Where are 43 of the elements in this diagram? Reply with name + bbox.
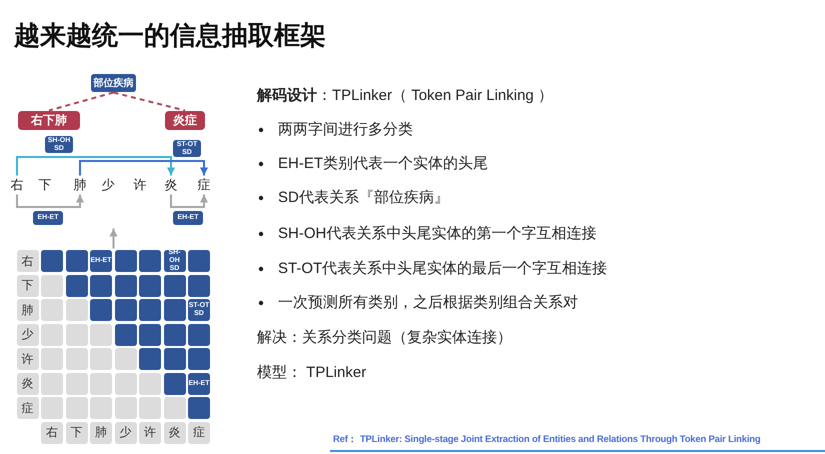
entity-box: 炎症 bbox=[165, 111, 205, 130]
matrix-header-cell: 少 bbox=[114, 422, 136, 444]
matrix-header-cell: 下 bbox=[66, 422, 88, 444]
entity-box: 右下肺 bbox=[18, 111, 80, 130]
bullet-text: SD代表关系『部位疾病』 bbox=[278, 188, 449, 207]
matrix-header-cell: 右 bbox=[16, 250, 38, 272]
arrow bbox=[16, 194, 84, 208]
arrow bbox=[110, 228, 118, 248]
bullet-text: EH-ET类别代表一个实体的头尾 bbox=[278, 154, 488, 173]
connector-line bbox=[113, 92, 186, 112]
body-text: 解决：关系分类问题（复杂实体连接） bbox=[257, 328, 512, 347]
body-text: 模型： TPLinker bbox=[257, 363, 366, 382]
bullet-text: ST-OT代表关系中头尾实体的最后一个字互相连接 bbox=[278, 259, 608, 278]
matrix-header-cell: 许 bbox=[139, 422, 161, 444]
entity-type-box: 部位疾病 bbox=[91, 74, 136, 92]
bullet-text: 两两字间进行多分类 bbox=[278, 120, 413, 139]
token-text: 右 bbox=[9, 176, 25, 194]
matrix-header-cell: 许 bbox=[16, 348, 38, 370]
matrix-header-cell: 炎 bbox=[16, 372, 38, 394]
token-text: 下 bbox=[37, 176, 53, 194]
token-text: 少 bbox=[100, 176, 116, 194]
matrix-header-cell: 肺 bbox=[16, 299, 38, 321]
reference-text: Ref： TPLinker: Single-stage Joint Extraction of Entities and Relations Through Token Pair Linking bbox=[333, 433, 760, 446]
matrix-header-cell: 少 bbox=[16, 324, 38, 346]
matrix-header-cell: 肺 bbox=[90, 422, 112, 444]
arrow bbox=[79, 160, 208, 176]
matrix-header-cell: 炎 bbox=[164, 422, 186, 444]
bullet-text: SH-OH代表关系中头尾实体的第一个字互相连接 bbox=[278, 224, 596, 243]
token-text: 许 bbox=[132, 176, 148, 194]
tag-matrix bbox=[17, 249, 210, 445]
token-text: 症 bbox=[196, 176, 212, 194]
matrix-header-cell: 症 bbox=[188, 422, 210, 444]
heading-text: 解码设计：TPLinker（ Token Pair Linking ） bbox=[257, 86, 553, 105]
matrix-header-cell: 右 bbox=[41, 422, 63, 444]
matrix-header-cell: 症 bbox=[16, 397, 38, 419]
connector-line bbox=[48, 92, 114, 112]
bullet-text: 一次预测所有类别，之后根据类别组合关系对 bbox=[278, 293, 578, 312]
arrow bbox=[170, 194, 208, 208]
arrow bbox=[16, 156, 175, 176]
slide-title: 越来越统一的信息抽取框架 bbox=[14, 19, 326, 52]
token-text: 炎 bbox=[163, 176, 179, 194]
matrix-header-cell: 下 bbox=[16, 274, 38, 296]
token-text: 肺 bbox=[72, 176, 88, 194]
